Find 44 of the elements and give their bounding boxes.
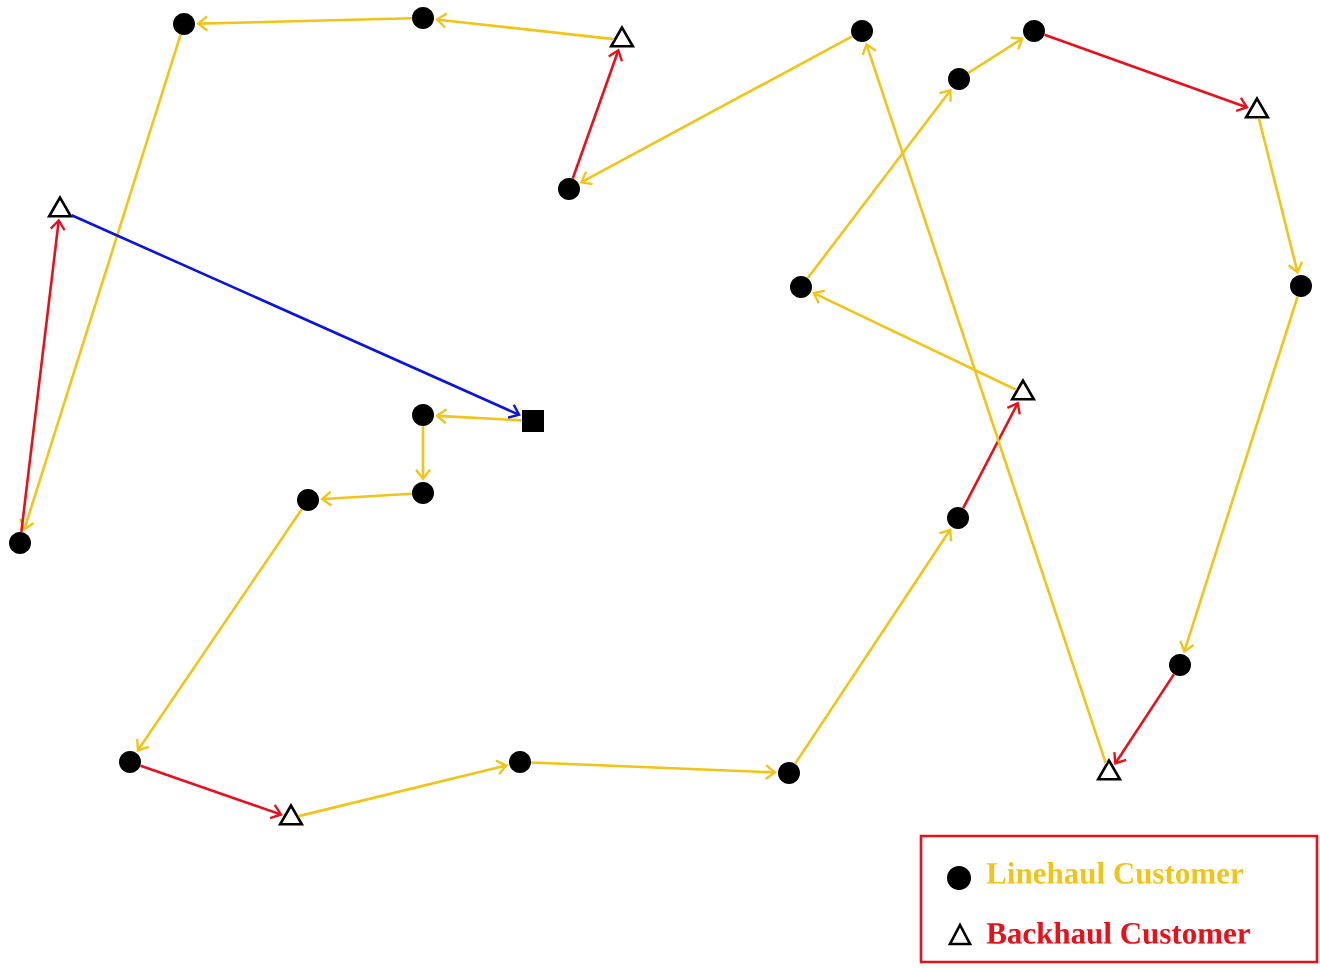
arrow (196, 15, 412, 32)
customer-dot (297, 489, 319, 511)
customer-dot (947, 507, 969, 529)
arrow (136, 508, 303, 752)
customer-dot (948, 68, 970, 90)
customer-dot (1290, 275, 1312, 297)
arrow (1113, 673, 1175, 766)
customer-dot (412, 404, 434, 426)
customer-dot (851, 20, 873, 42)
arrow (861, 42, 1108, 764)
customer-dot (1023, 20, 1045, 42)
arrow (1257, 118, 1304, 275)
arrow (1044, 33, 1249, 113)
customer-dot (119, 751, 141, 773)
customer-dot (778, 762, 800, 784)
arrow (1179, 296, 1299, 654)
arrow (794, 528, 953, 765)
arrow (435, 12, 614, 41)
customer-dot (412, 7, 434, 29)
arrow (435, 408, 522, 425)
customer-dot (509, 751, 531, 773)
legend-label: Linehaul Customer (986, 862, 1243, 884)
customer-dot (9, 532, 31, 554)
arrow (19, 34, 182, 532)
arrow (71, 214, 521, 419)
customer-dot (558, 178, 580, 200)
arrow (20, 218, 66, 533)
customer-dot (412, 482, 434, 504)
customer-dot (173, 13, 195, 35)
legend-label: Backhaul Customer (986, 922, 1250, 944)
arrow (415, 426, 431, 481)
arrow (320, 490, 412, 507)
customer-dot (1169, 654, 1191, 676)
arrow (806, 88, 952, 279)
arrow (140, 764, 283, 820)
arrow (812, 289, 1017, 391)
depot-square (522, 410, 544, 432)
arrow (298, 759, 509, 818)
arrow (579, 35, 853, 186)
arrow (967, 36, 1024, 75)
arrow (962, 401, 1021, 509)
arrow (571, 48, 624, 179)
customer-dot (790, 276, 812, 298)
arrow (531, 761, 777, 781)
